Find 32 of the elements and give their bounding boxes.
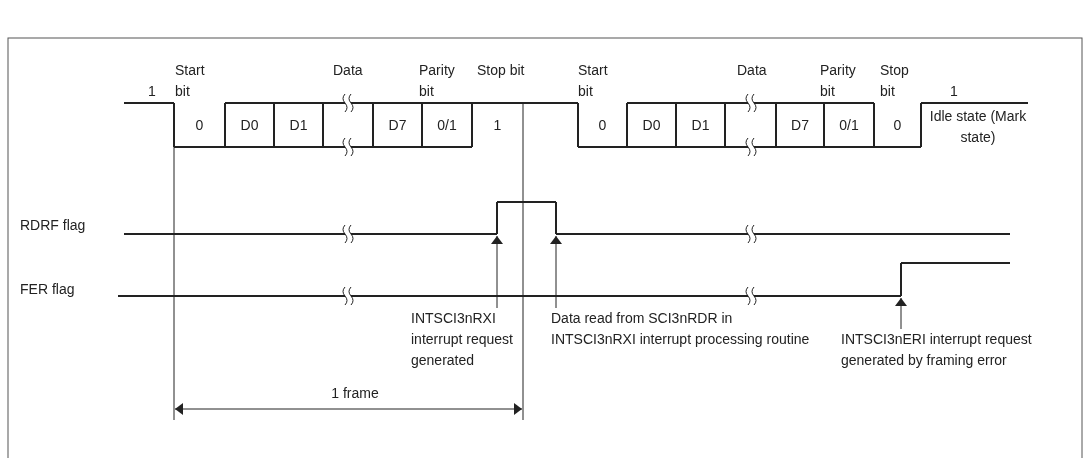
field-label: Parity bit [419, 61, 456, 101]
annotation-text: INTSCI3nERI interrupt request generated by framing error [841, 329, 1081, 371]
field-label: Data [737, 61, 767, 80]
bit-value: 0 [194, 116, 205, 135]
field-label: Parity bit [820, 61, 857, 101]
field-label: Start bit [578, 61, 609, 101]
field-label: Stop bit [477, 61, 525, 80]
bit-value: D7 [387, 116, 408, 135]
arrow [550, 235, 562, 309]
annotation-text: INTSCI3nRXI interrupt request generated [411, 308, 519, 371]
bit-value: D0 [239, 116, 260, 135]
bit-value: 1 [492, 116, 503, 135]
state-label: Idle state (Mark state) [928, 107, 1028, 147]
field-label: 1 [950, 82, 958, 101]
field-label: Stop bit [880, 61, 910, 101]
bit-value: 0/1 [838, 116, 860, 135]
bit-value: D1 [288, 116, 309, 135]
field-label: 1 [148, 82, 156, 101]
arrow [491, 235, 503, 309]
bit-value: D0 [641, 116, 662, 135]
bit-value: D1 [690, 116, 711, 135]
dimension-label: 1 frame [330, 384, 380, 403]
bit-value: 0 [892, 116, 903, 135]
bit-value: 0/1 [436, 116, 458, 135]
arrow [895, 297, 907, 330]
field-label: Data [333, 61, 363, 80]
annotation-text: Data read from SCI3nRDR in INTSCI3nRXI interrupt processing routine [551, 308, 819, 350]
bit-value: 0 [597, 116, 608, 135]
field-label: Start bit [175, 61, 206, 101]
signal-name: FER flag [20, 280, 75, 299]
signal-name: RDRF flag [20, 216, 86, 235]
bit-value: D7 [790, 116, 810, 135]
